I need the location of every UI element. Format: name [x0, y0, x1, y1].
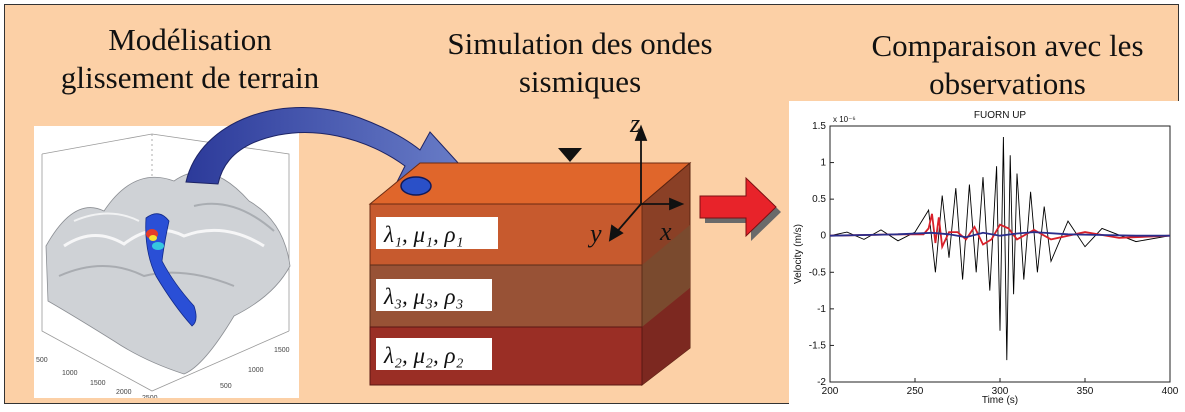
svg-text:1500: 1500 [90, 380, 106, 387]
y-tick-label: -0.5 [809, 267, 827, 278]
terrain-y-ticks: 500 1000 1500 [220, 347, 290, 390]
series-line-2 [829, 213, 1171, 250]
y-tick-label: 1.5 [812, 121, 826, 132]
y-tick-label: 0 [820, 231, 826, 242]
source-ellipse [400, 176, 432, 196]
svg-text:1500: 1500 [274, 347, 290, 354]
svg-text:1000: 1000 [248, 367, 264, 374]
x-tick-label: 300 [992, 386, 1009, 397]
svg-text:500: 500 [220, 383, 232, 390]
axis-x-label: x [659, 217, 672, 246]
y-axis-label: Velocity (m/s) [793, 224, 804, 284]
svg-text:λ₂, μ₂, ρ₂: λ₂, μ₂, ρ₂ [383, 343, 464, 368]
y-tick-label: -1.5 [809, 340, 827, 351]
axis-z-label: z [629, 109, 640, 138]
station-triangle-icon [558, 148, 582, 162]
layer-label-3: λ₃, μ₃, ρ₃ [376, 279, 492, 311]
y-tick-label: -1 [817, 304, 826, 315]
seismogram-chart: FUORN UP x 10⁻⁶ Time (s) Velocity (m/s) … [789, 101, 1181, 407]
curved-flow-arrow [185, 106, 472, 187]
series-line-3 [829, 231, 1170, 239]
x-tick-label: 250 [907, 386, 924, 397]
x-axis-label: Time (s) [982, 395, 1018, 406]
svg-text:2000: 2000 [116, 389, 132, 396]
layer-label-1: λ₁, μ₁, ρ₁ [376, 217, 498, 249]
y-tick-label: 1 [820, 158, 826, 169]
axis-y-label: y [587, 219, 602, 248]
x-tick-label: 200 [822, 386, 839, 397]
x-tick-label: 400 [1162, 386, 1179, 397]
series-line-1 [829, 136, 1171, 361]
svg-text:1000: 1000 [62, 370, 78, 377]
plot-area [829, 125, 1171, 383]
y-tick-label: 0.5 [812, 194, 826, 205]
svg-text:λ₁, μ₁, ρ₁: λ₁, μ₁, ρ₁ [383, 222, 464, 247]
landslide-terrain-image: 500 1000 1500 2000 2500 500 1000 1500 [34, 126, 299, 402]
chart-title: FUORN UP [974, 110, 1027, 121]
right-arrow-icon [699, 176, 781, 241]
y-tick-label: -2 [817, 377, 826, 388]
svg-text:λ₃, μ₃, ρ₃: λ₃, μ₃, ρ₃ [383, 284, 464, 309]
layer-label-2: λ₂, μ₂, ρ₂ [376, 338, 492, 370]
y-exponent-label: x 10⁻⁶ [833, 115, 856, 124]
comparison-title: Comparaison avec les observations [871, 28, 1144, 101]
modeling-title: Modélisation glissement de terrain [60, 22, 320, 95]
simulation-title: Simulation des ondes sismiques [447, 26, 713, 99]
layer-2 [369, 326, 643, 386]
svg-text:500: 500 [36, 357, 48, 364]
x-tick-label: 350 [1077, 386, 1094, 397]
